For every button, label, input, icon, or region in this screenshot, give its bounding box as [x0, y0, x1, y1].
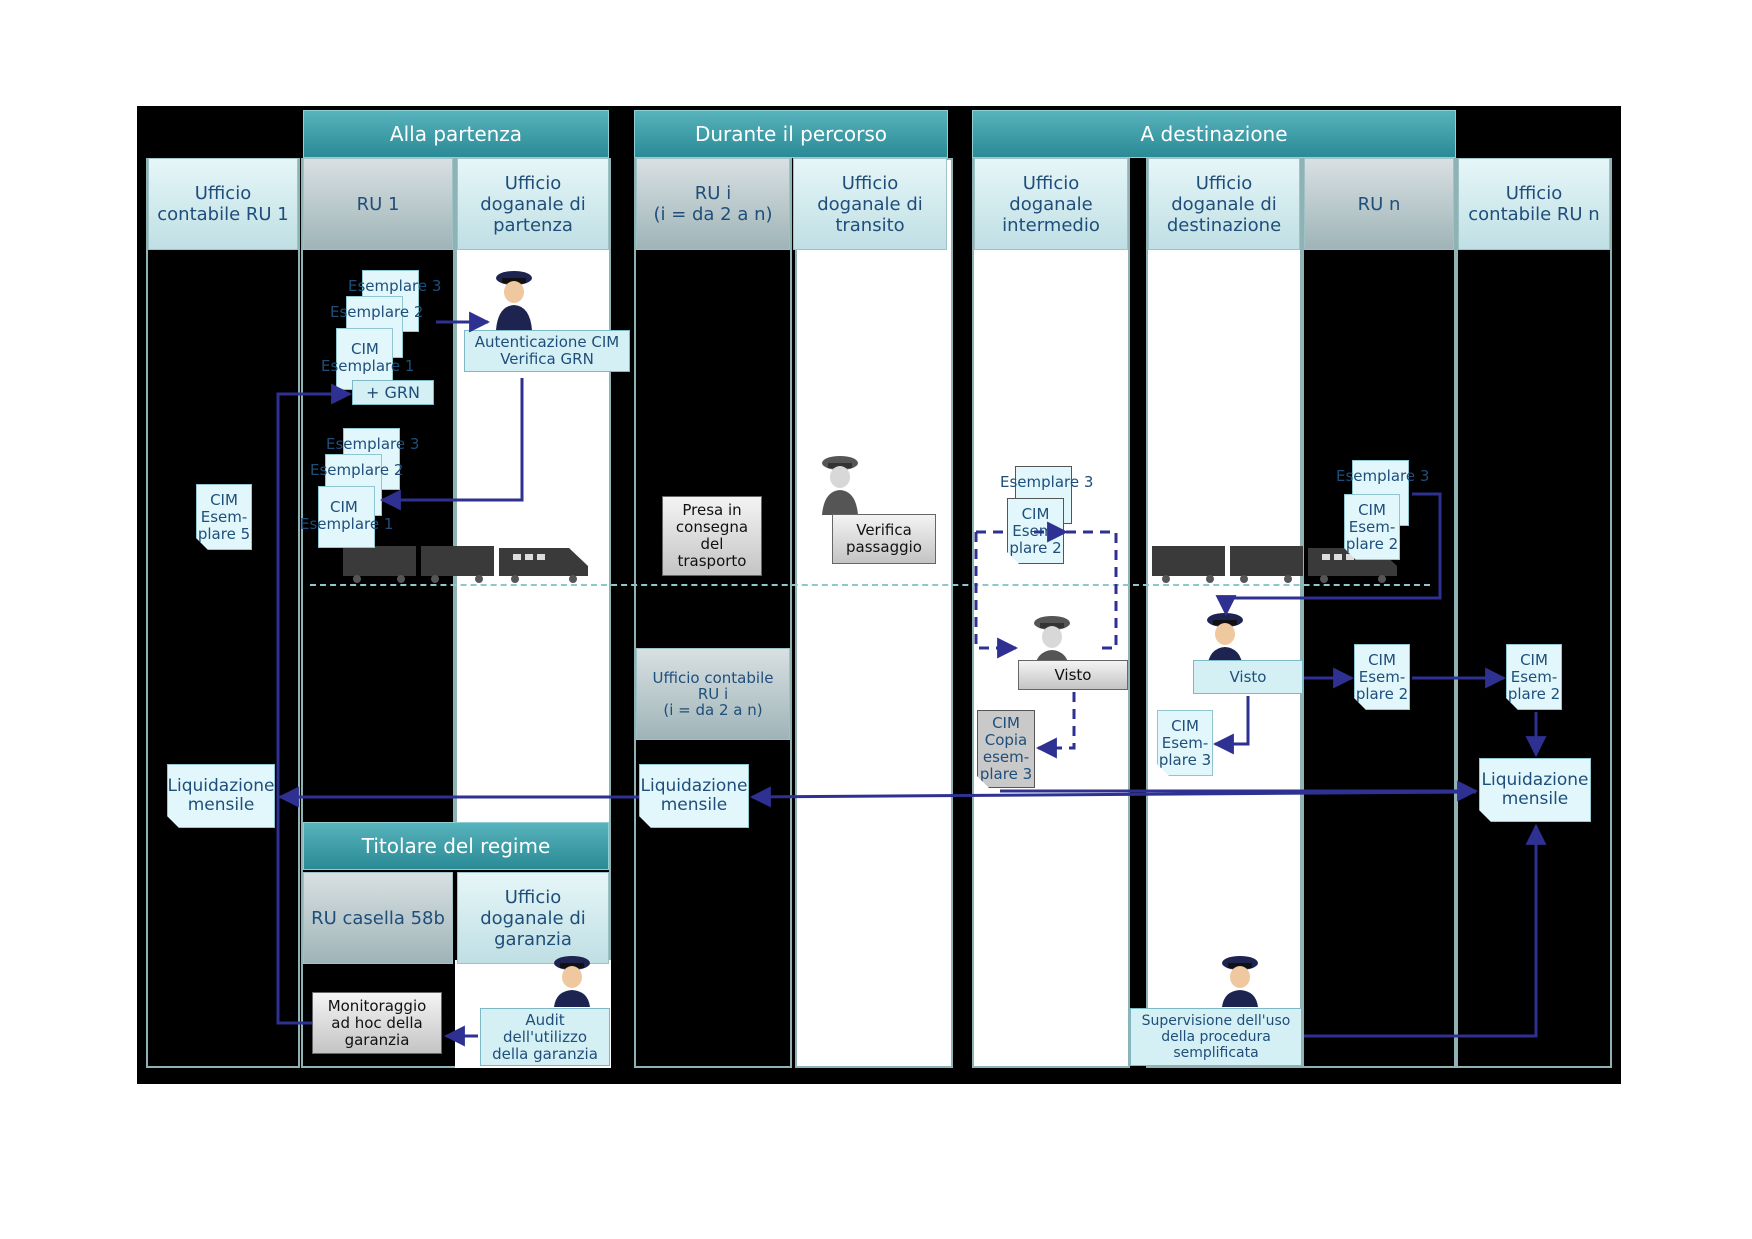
phase-destination: A destinazione — [972, 110, 1456, 158]
phase-holder: Titolare del regime — [303, 822, 609, 870]
supervisione-box: Supervisione dell'uso della procedura se… — [1130, 1008, 1302, 1066]
visto-destinazione-box: Visto — [1193, 660, 1303, 694]
cim-copy-1-paper — [336, 328, 393, 390]
presa-in-consegna-box: Presa in consegna del trasporto — [662, 496, 762, 576]
phase-departure: Alla partenza — [303, 110, 609, 158]
lane-run — [1302, 158, 1456, 1068]
cim-esemplare2-contabile-doc: CIM Esem- plare 2 — [1506, 644, 1562, 710]
transit-officer-icon — [822, 456, 858, 515]
esemplare3-label-run: Esemplare 3 — [1336, 467, 1430, 485]
liquidazione-rui-doc: Liquidazione mensile — [639, 764, 749, 828]
customs-officer-icon — [496, 271, 532, 330]
header-rui: RU i (i = da 2 a n) — [636, 158, 790, 250]
phase-transit: Durante il percorso — [634, 110, 948, 158]
lane-rui — [634, 158, 792, 1068]
train-departure-icon — [343, 546, 588, 583]
esemplare2-label-mid: Esemplare 2 — [310, 461, 404, 479]
lane-ufficio-transito — [795, 158, 953, 1068]
header-ufficio-contabile-run: Ufficio contabile RU n — [1458, 158, 1610, 250]
header-ufficio-transito: Ufficio doganale di transito — [793, 158, 947, 250]
monitoraggio-box: Monitoraggio ad hoc della garanzia — [312, 992, 442, 1054]
header-ufficio-partenza: Ufficio doganale di partenza — [457, 158, 609, 250]
verifica-passaggio-box: Verifica passaggio — [832, 514, 936, 564]
autenticazione-box: Autenticazione CIM Verifica GRN — [464, 330, 630, 372]
liquidazione-ru1-doc: Liquidazione mensile — [167, 764, 275, 828]
supervision-officer-icon — [1222, 956, 1258, 1007]
lane-ufficio-intermedio — [972, 158, 1130, 1068]
header-ru-casella: RU casella 58b — [303, 872, 453, 964]
guarantee-officer-icon — [554, 956, 590, 1007]
cim-label-top: CIM — [351, 340, 379, 358]
esemplare3-label-intermedio: Esemplare 3 — [1000, 473, 1094, 491]
cim-esemplare5-doc: CIM Esem- plare 5 — [196, 484, 252, 550]
header-ufficio-contabile-ru1: Ufficio contabile RU 1 — [148, 158, 298, 250]
track-separator — [310, 584, 1430, 586]
cim-label-mid: CIM — [330, 498, 358, 516]
cim-esemplare2-run-doc: CIM Esem- plare 2 — [1344, 494, 1400, 560]
cim-copia-esemplare3-doc: CIM Copia esem- plare 3 — [977, 710, 1035, 788]
header-ufficio-contabile-rui: Ufficio contabile RU i (i = da 2 a n) — [636, 648, 790, 740]
audit-box: Audit dell'utilizzo della garanzia — [480, 1008, 610, 1066]
grn-tag: + GRN — [352, 380, 434, 405]
header-ufficio-intermedio: Ufficio doganale intermedio — [974, 158, 1128, 250]
lane-ufficio-contabile-run — [1456, 158, 1612, 1068]
header-ufficio-garanzia: Ufficio doganale di garanzia — [457, 872, 609, 964]
cim-esemplare3-destinazione-doc: CIM Esem- plare 3 — [1157, 710, 1213, 776]
cim-esemplare2-to-run-doc: CIM Esem- plare 2 — [1354, 644, 1410, 710]
visto-intermedio-box: Visto — [1018, 660, 1128, 690]
esemplare2-label-top: Esemplare 2 — [330, 303, 424, 321]
header-run: RU n — [1304, 158, 1454, 250]
esemplare1-label-mid: Esemplare 1 — [300, 515, 394, 533]
liquidazione-run-doc: Liquidazione mensile — [1479, 758, 1591, 822]
esemplare3-label-mid: Esemplare 3 — [326, 435, 420, 453]
lane-ufficio-contabile-ru1 — [146, 158, 300, 1068]
header-ru1: RU 1 — [303, 158, 453, 250]
header-ufficio-destinazione: Ufficio doganale di destinazione — [1148, 158, 1300, 250]
esemplare1-label-top: Esemplare 1 — [321, 357, 415, 375]
esemplare3-label-top: Esemplare 3 — [348, 277, 442, 295]
cim-returned-1-paper — [318, 486, 375, 548]
